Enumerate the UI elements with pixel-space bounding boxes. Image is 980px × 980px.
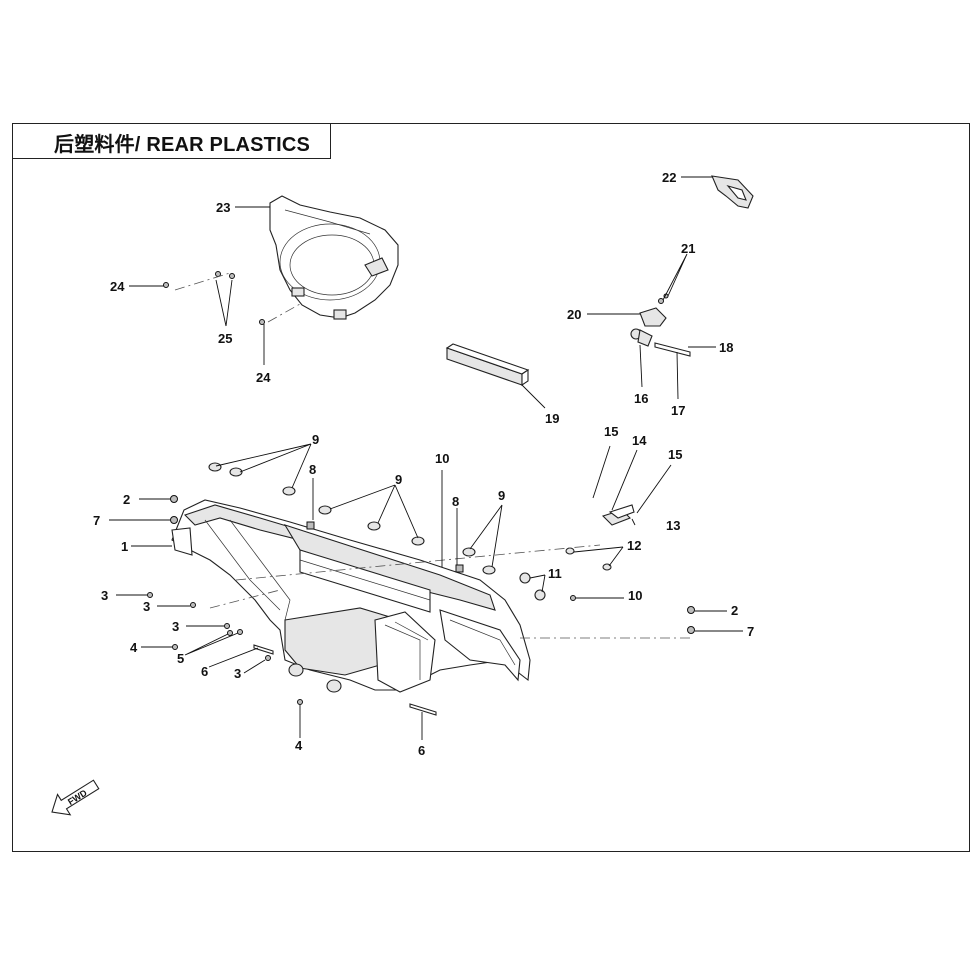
- callout-24: 24: [110, 279, 125, 294]
- callout-22: 22: [662, 170, 676, 185]
- part-9-grommets: [208, 462, 496, 575]
- part-19-foam-strip: [445, 343, 530, 387]
- callout-3a: 3: [101, 588, 108, 603]
- fasteners: [147, 271, 695, 716]
- callout-3b: 3: [143, 599, 150, 614]
- callout-4b: 4: [295, 738, 303, 753]
- callout-2a: 2: [123, 492, 130, 507]
- callout-7a: 7: [93, 513, 100, 528]
- callout-15b: 15: [668, 447, 682, 462]
- callout-2b: 2: [731, 603, 738, 618]
- callout-24b: 24: [256, 370, 271, 385]
- callout-23: 23: [216, 200, 230, 215]
- part-8-clips: [306, 521, 464, 573]
- callout-5: 5: [177, 651, 184, 666]
- callout-7b: 7: [747, 624, 754, 639]
- callout-labels: 22 23 24 25 24 21 20 18 16 17 19 9 8 9 1…: [93, 170, 754, 758]
- callout-10b: 10: [628, 588, 642, 603]
- callout-4a: 4: [130, 640, 138, 655]
- diagram-frame: [12, 123, 970, 852]
- callout-15a: 15: [604, 424, 618, 439]
- callout-25: 25: [218, 331, 232, 346]
- callout-8a: 8: [309, 462, 316, 477]
- callout-11: 11: [548, 566, 562, 581]
- callout-8b: 8: [452, 494, 459, 509]
- callout-3c: 3: [172, 619, 179, 634]
- callout-9c: 9: [498, 488, 505, 503]
- callout-6a: 6: [201, 664, 208, 679]
- callout-10a: 10: [435, 451, 449, 466]
- part-1-rear-frame: [171, 499, 531, 693]
- callout-6b: 6: [418, 743, 425, 758]
- part-22-bracket: [711, 175, 754, 209]
- callout-9a: 9: [312, 432, 319, 447]
- callout-17: 17: [671, 403, 685, 418]
- callout-19: 19: [545, 411, 559, 426]
- part-23-storage-box: [269, 195, 399, 320]
- callout-20: 20: [567, 307, 581, 322]
- callout-13: 13: [666, 518, 680, 533]
- leader-lines: [109, 176, 743, 740]
- callout-9b: 9: [395, 472, 402, 487]
- callout-21: 21: [681, 241, 695, 256]
- fwd-arrow-icon: FWD: [51, 779, 100, 816]
- callout-12: 12: [627, 538, 641, 553]
- callout-1: 1: [121, 539, 128, 554]
- callout-3d: 3: [234, 666, 241, 681]
- callout-18: 18: [719, 340, 733, 355]
- title-box: [12, 123, 331, 159]
- callout-16: 16: [634, 391, 648, 406]
- callout-14: 14: [632, 433, 647, 448]
- part-13-bracket: [601, 504, 635, 526]
- part-20-latch: [630, 293, 691, 357]
- page-title: 后塑料件/ REAR PLASTICS: [54, 134, 311, 156]
- phantom-lines: [174, 272, 692, 639]
